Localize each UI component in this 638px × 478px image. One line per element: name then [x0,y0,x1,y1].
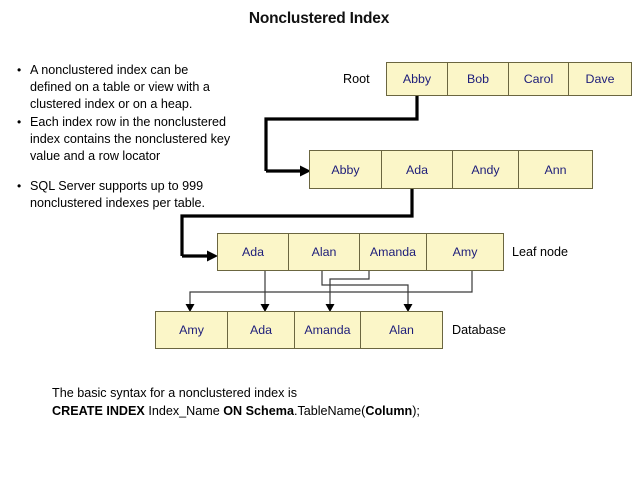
node-cell[interactable]: Amanda [359,233,427,271]
bullet-marker: • [17,179,22,194]
syntax-token: ON Schema [223,404,294,418]
leaf-node-label: Leaf node [512,245,569,259]
node-cell[interactable]: Amy [426,233,504,271]
node-cell[interactable]: Abby [309,150,382,189]
list-item: • A nonclustered index can be defined on… [8,62,233,114]
bullet-list: • A nonclustered index can be defined on… [8,62,233,213]
node-cell[interactable]: Ada [381,150,453,189]
node-cell[interactable]: Amy [155,311,228,349]
syntax-token: .TableName( [293,404,366,418]
node-cell[interactable]: Andy [452,150,519,189]
node-cell[interactable]: Carol [508,62,569,96]
bullet-marker: • [17,63,22,77]
syntax-token: Index_Name [148,404,224,418]
node-cell[interactable]: Amanda [294,311,361,349]
syntax-token: CREATE INDEX [52,404,149,418]
syntax-note: The basic syntax for a nonclustered inde… [52,384,420,420]
node-cell[interactable]: Dave [568,62,632,96]
list-item: • Each index row in the nonclustered ind… [8,114,233,166]
node-cell[interactable]: Ann [518,150,593,189]
node-row-intermediate: Abby Ada Andy Ann [309,150,595,189]
syntax-line-2: CREATE INDEX Index_Name ON Schema.TableN… [52,402,420,420]
connector-root-to-intermediate [264,96,419,177]
node-cell[interactable]: Ada [217,233,289,271]
connector-leaf-to-database [189,271,473,306]
bullet-group-2: • SQL Server supports up to 999 nonclust… [8,178,233,212]
node-cell[interactable]: Ada [227,311,295,349]
node-cell[interactable]: Alan [360,311,443,349]
list-item: • SQL Server supports up to 999 nonclust… [8,178,233,212]
syntax-token: ); [412,404,420,418]
database-label: Database [452,323,506,337]
syntax-line-1: The basic syntax for a nonclustered inde… [52,386,298,400]
bullet-marker: • [17,114,22,129]
node-cell[interactable]: Abby [386,62,448,96]
bullet-text: Each index row in the nonclustered index… [30,114,231,164]
page-title: Nonclustered Index [248,10,390,27]
bullet-text: A nonclustered index can be defined on a… [30,63,210,112]
node-row-root: Abby Bob Carol Dave [386,62,632,96]
node-row-leaf: Ada Alan Amanda Amy [217,233,506,271]
node-row-database: Amy Ada Amanda Alan [155,311,445,349]
bullet-text: SQL Server supports up to 999 noncluster… [30,179,206,211]
bullet-group-1: • A nonclustered index can be defined on… [8,62,233,165]
syntax-token: Column [365,404,413,418]
root-label: Root [343,72,370,86]
connector-arrowheads [185,304,413,312]
node-cell[interactable]: Alan [288,233,360,271]
node-cell[interactable]: Bob [447,62,509,96]
connector-intermediate-to-leaf [180,189,414,262]
